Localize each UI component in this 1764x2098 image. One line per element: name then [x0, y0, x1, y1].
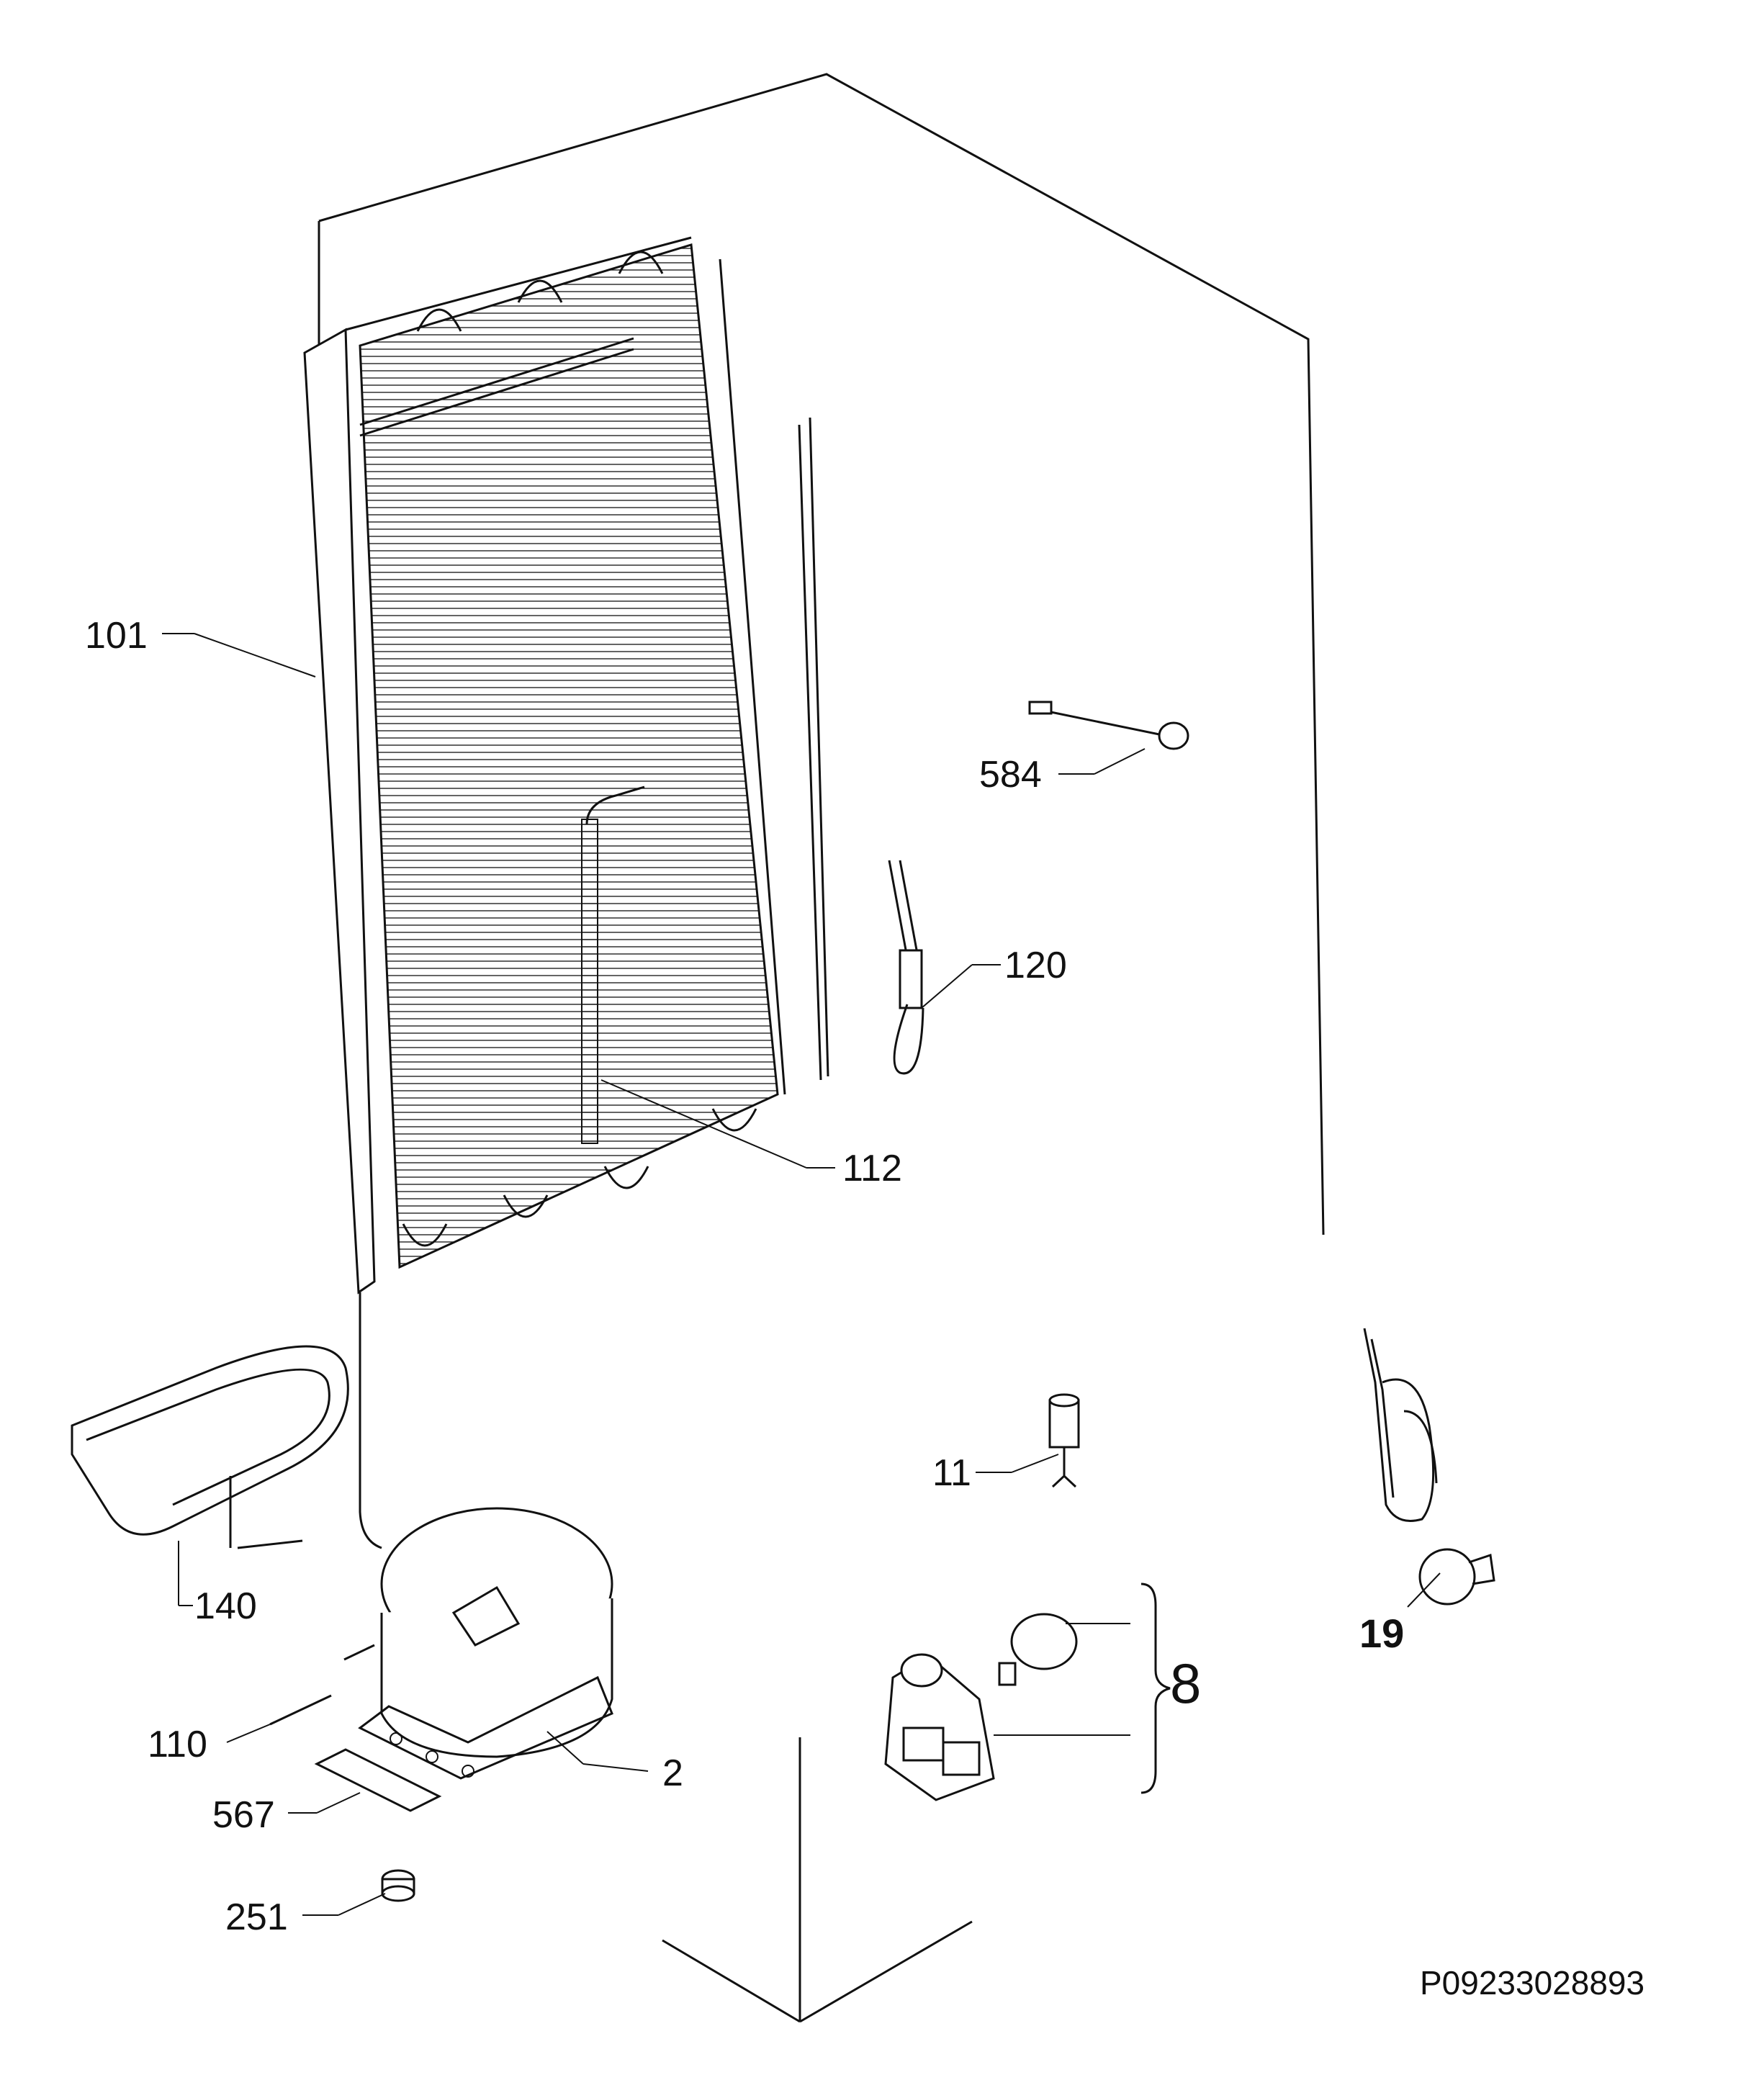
callout-584: 584 [979, 754, 1042, 796]
callout-2: 2 [662, 1752, 683, 1794]
callout-19: 19 [1359, 1611, 1404, 1656]
compressor [358, 1507, 613, 1780]
connecting-pipe [359, 1292, 382, 1549]
grommet [381, 1869, 415, 1902]
sleeve-110 [269, 1694, 332, 1726]
start-relay-assembly [884, 1582, 1171, 1801]
drip-tray [71, 1345, 349, 1549]
callout-11: 11 [932, 1452, 971, 1494]
callout-120: 120 [1004, 945, 1067, 986]
reference-code: P09233028893 [1420, 1964, 1644, 2002]
thermostat-sensor-11 [1048, 1393, 1080, 1488]
capillary-tube-120 [888, 860, 924, 1075]
mounting-plate [314, 1748, 442, 1812]
sensor-584 [1028, 701, 1189, 750]
callout-112: 112 [842, 1148, 902, 1189]
power-cord [1363, 1328, 1495, 1606]
cabinet-outline [318, 73, 1325, 2023]
sleeve-110b [343, 1644, 375, 1661]
condenser [303, 236, 829, 1295]
leader-lines [162, 633, 1441, 1916]
callout-251: 251 [225, 1896, 288, 1938]
callout-101: 101 [85, 615, 148, 657]
callout-567: 567 [212, 1794, 275, 1836]
callout-110: 110 [148, 1724, 207, 1765]
callout-140: 140 [194, 1585, 257, 1627]
callout-8: 8 [1170, 1652, 1201, 1715]
filter-drier [581, 785, 645, 1144]
